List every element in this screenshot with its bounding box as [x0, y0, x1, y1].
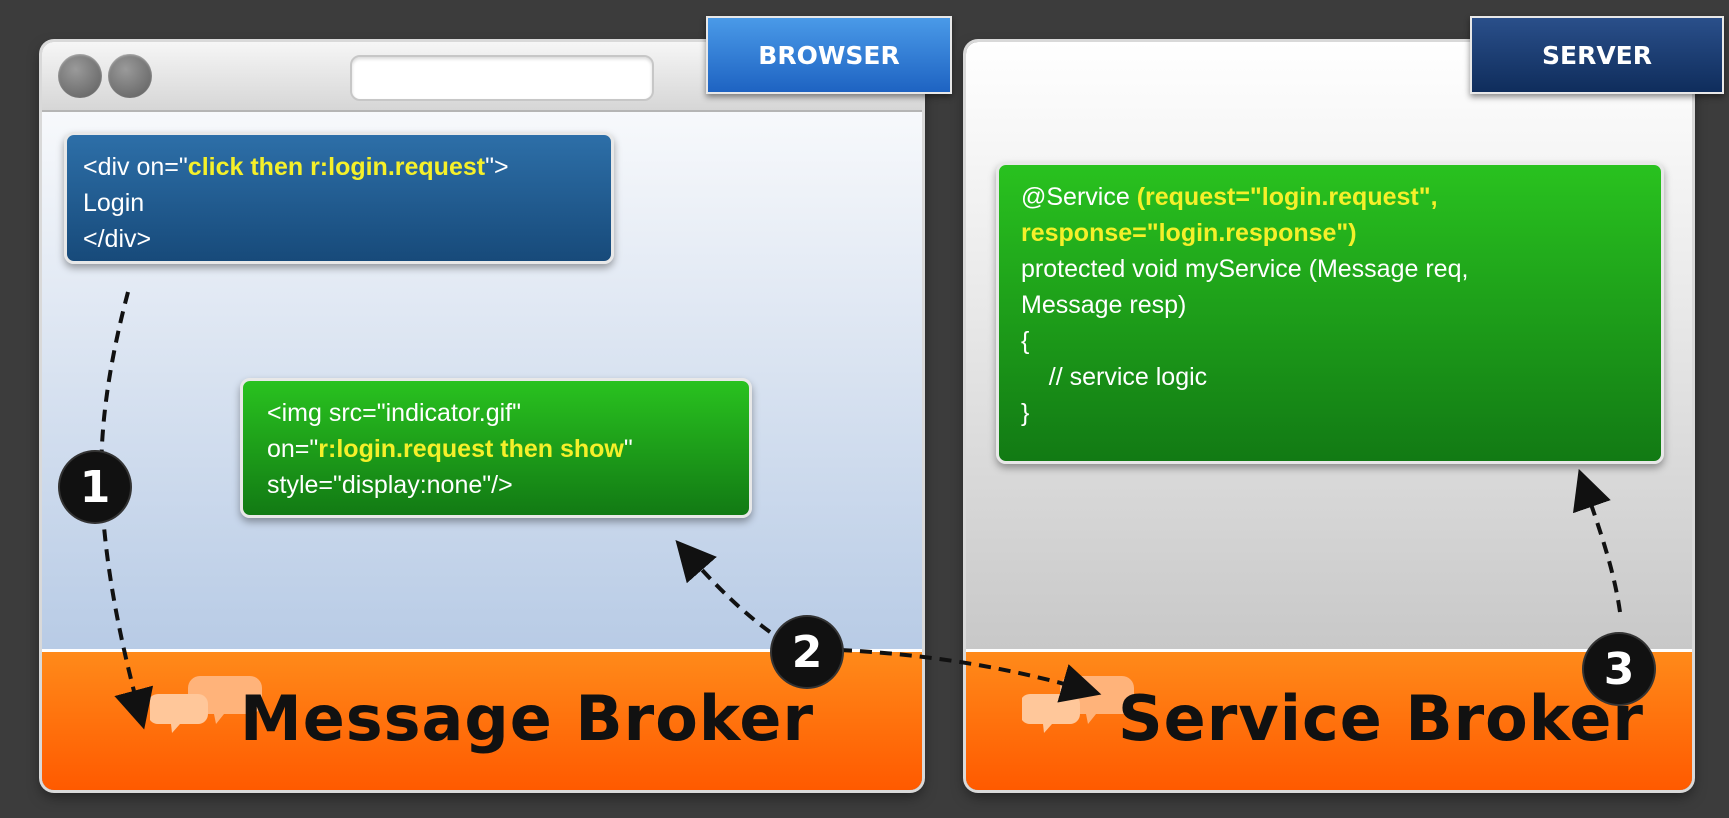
server-panel: @Service (request="login.request", respo… — [966, 42, 1692, 790]
window-button-icon — [58, 54, 102, 98]
address-bar — [350, 55, 654, 101]
service-broker-label: Service Broker — [1118, 682, 1644, 755]
browser-tag: BROWSER — [706, 16, 952, 94]
chat-bubbles-icon — [150, 676, 262, 733]
code-line: // service logic — [1021, 363, 1208, 391]
window-button-icon — [108, 54, 152, 98]
code-highlight: click then r:login.request — [187, 153, 486, 181]
step-2-badge: 2 — [772, 617, 842, 687]
message-broker-label: Message Broker — [240, 682, 815, 755]
code-line: </div> — [83, 225, 152, 253]
code-highlight: r:login.request then show — [318, 435, 624, 463]
code-line: Message resp) — [1021, 291, 1187, 319]
code-text: <div on=" — [83, 153, 188, 181]
code-line: <img src="indicator.gif" — [267, 399, 521, 427]
code-line: Login — [83, 189, 145, 217]
code-line: } — [1021, 399, 1030, 427]
step-1-badge: 1 — [60, 452, 130, 522]
code-highlight: response="login.response") — [1021, 219, 1357, 247]
server-tag: SERVER — [1470, 16, 1724, 94]
code-text: on=" — [267, 435, 319, 463]
indicator-img-code-box: <img src="indicator.gif" on="r:login.req… — [240, 378, 752, 518]
code-line: style="display:none"/> — [267, 471, 513, 499]
code-highlight: (request="login.request", — [1136, 183, 1438, 211]
code-line: <div on="click then r:login.request"> — [83, 149, 595, 185]
code-line: on="r:login.request then show" — [267, 431, 733, 467]
login-div-code-box: <div on="click then r:login.request"> Lo… — [64, 132, 614, 264]
code-line: @Service (request="login.request", — [1021, 179, 1645, 215]
code-line: { — [1021, 327, 1030, 355]
code-line: protected void myService (Message req, — [1021, 255, 1469, 283]
code-text: " — [623, 435, 633, 463]
code-text: "> — [485, 153, 509, 181]
code-text: @Service — [1021, 183, 1137, 211]
message-broker-bar: Message Broker — [42, 649, 922, 790]
service-code-box: @Service (request="login.request", respo… — [996, 162, 1664, 464]
step-3-badge: 3 — [1584, 634, 1654, 704]
